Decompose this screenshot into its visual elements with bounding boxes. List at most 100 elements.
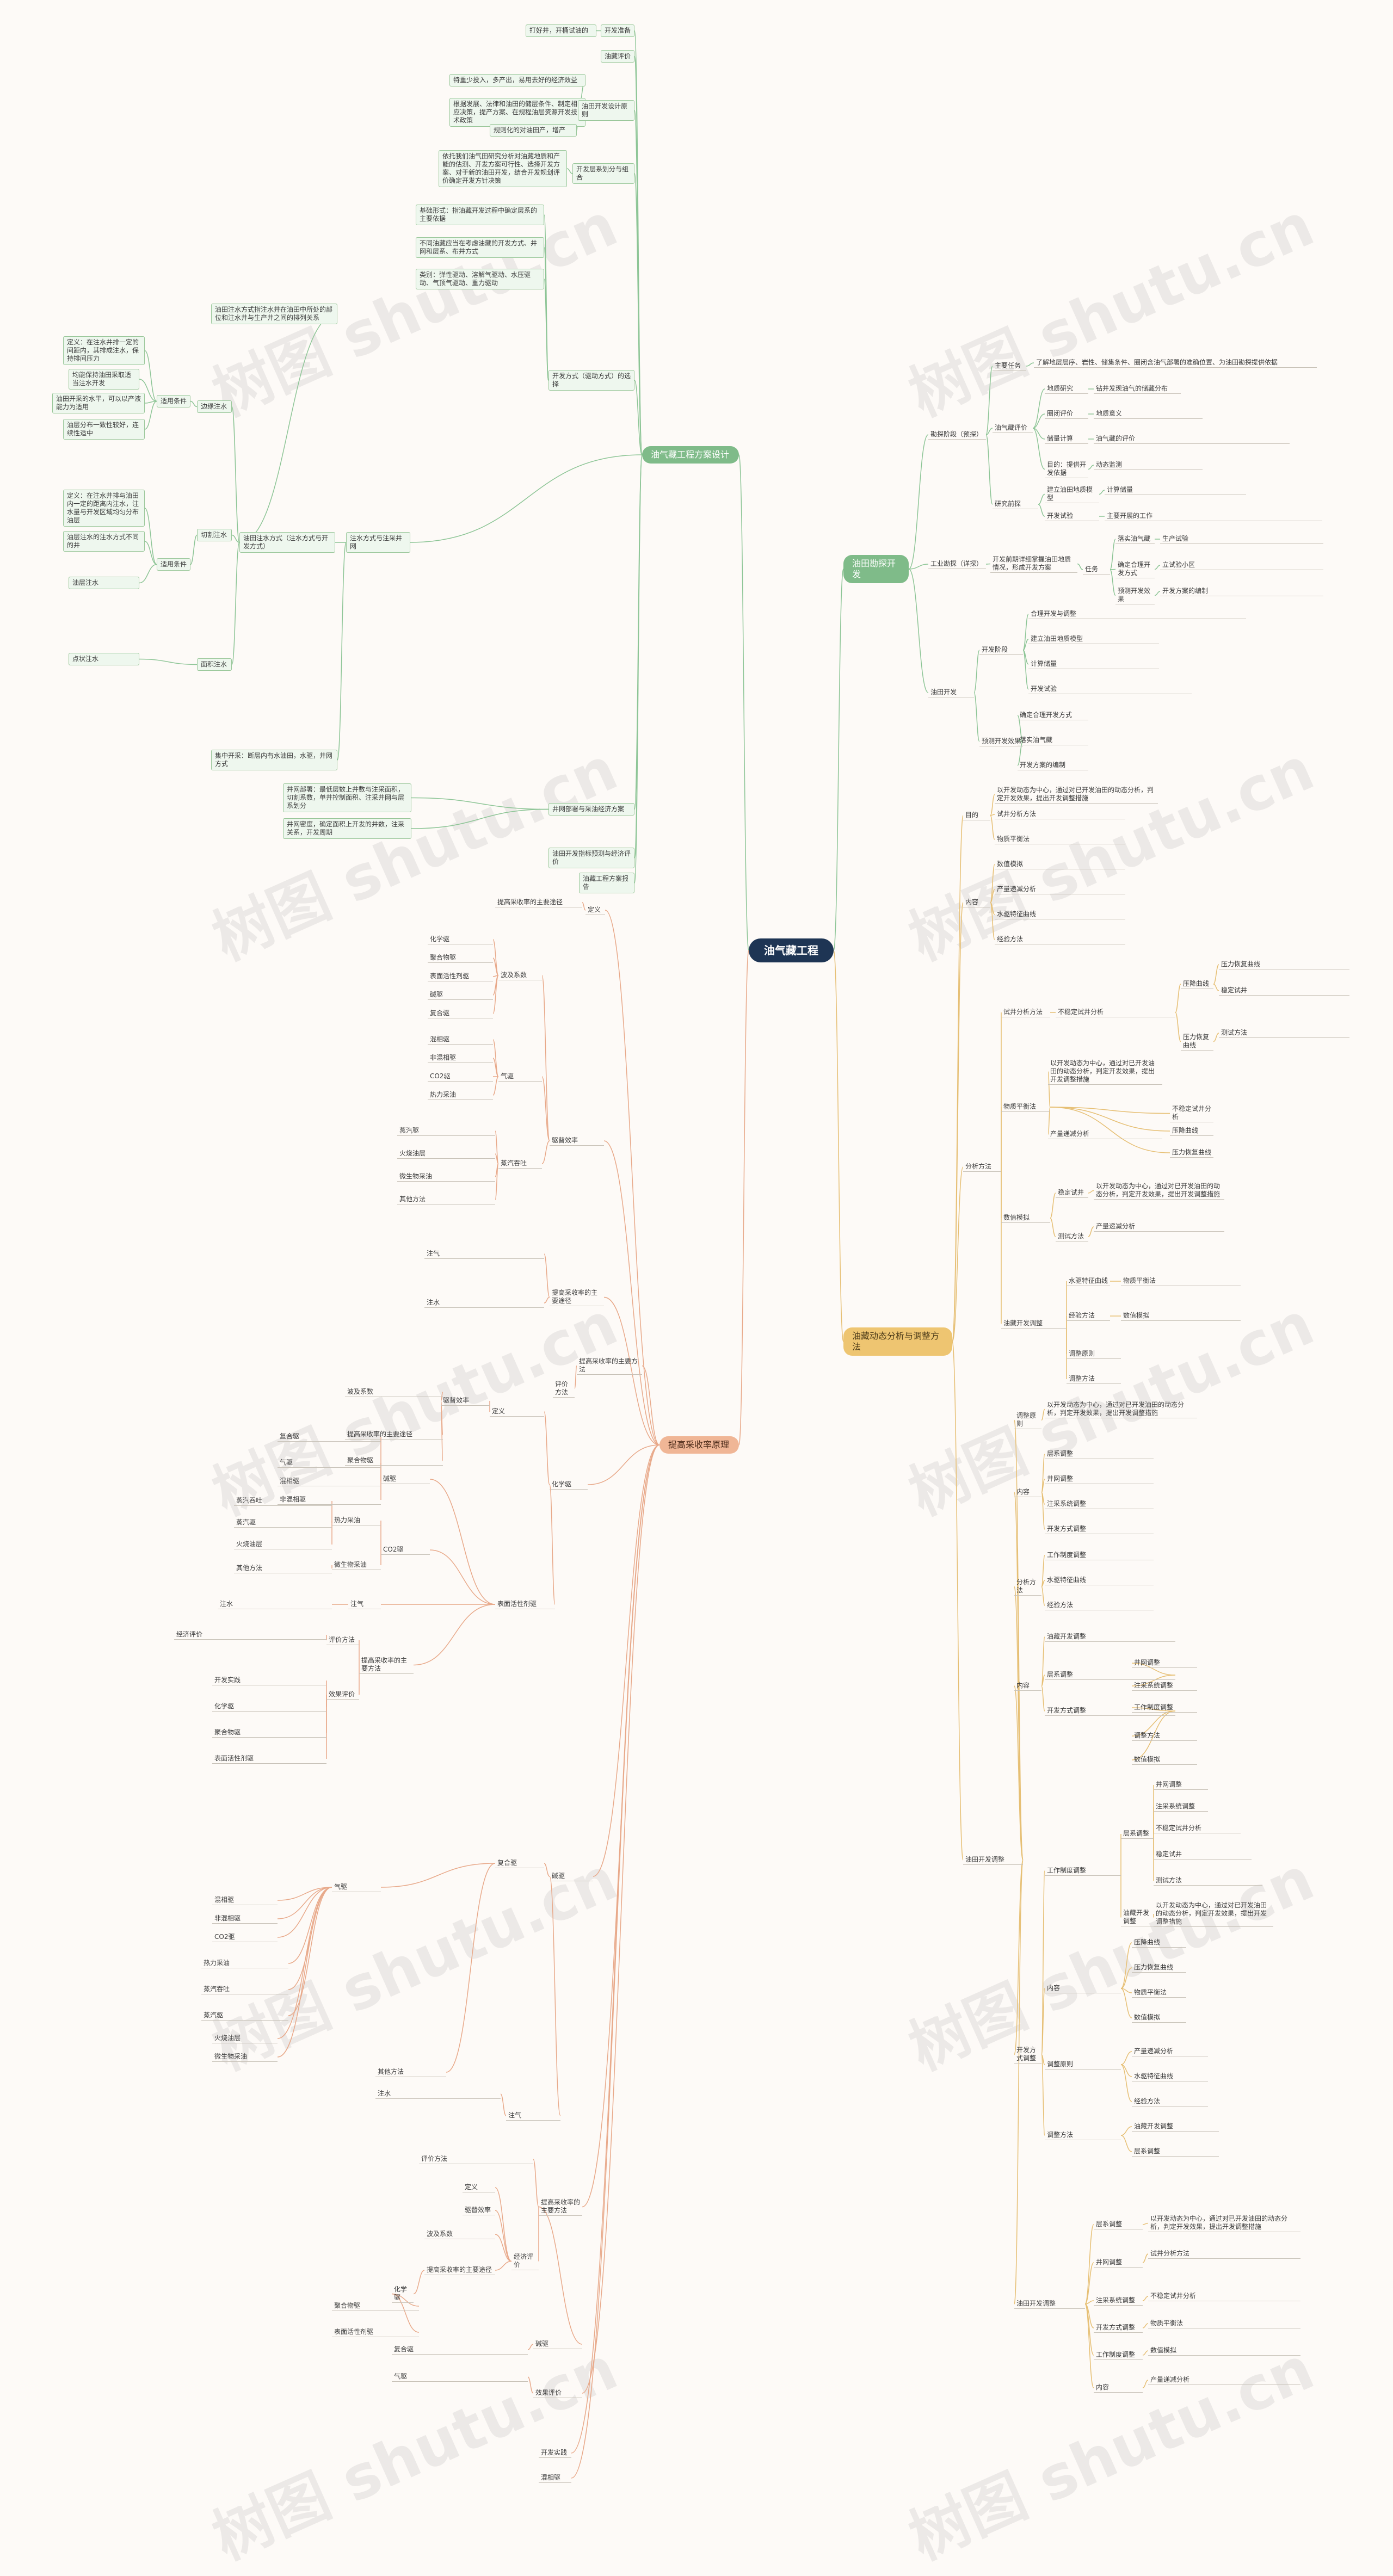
node[interactable]: 定义 <box>463 2183 495 2192</box>
node[interactable]: 类别：弹性驱动、溶解气驱动、水压驱动、气顶气驱动、重力驱动 <box>416 269 544 289</box>
node[interactable]: 不稳定试井分析 <box>1170 1104 1213 1122</box>
node[interactable]: 油田开发指标预测与经济评价 <box>548 848 634 868</box>
node[interactable]: 注水 <box>424 1298 544 1308</box>
node[interactable]: 提高采收率的主要途径 <box>424 2265 495 2275</box>
node[interactable]: 稳定试井 <box>1056 1188 1088 1198</box>
node[interactable]: 集中开采：断层内有水油田，水驱，井网方式 <box>211 750 337 770</box>
node[interactable]: CO2驱 <box>428 1072 493 1082</box>
node[interactable]: 内容 <box>1094 2383 1143 2393</box>
node[interactable]: 开发实践 <box>212 1676 326 1685</box>
node[interactable]: 落实油气藏 <box>1115 534 1155 544</box>
node[interactable]: 开发阶段 <box>979 645 1023 655</box>
node[interactable]: 定义：在注水井排一定的间距内，其排成注水，保持排间压力 <box>63 336 145 365</box>
node[interactable]: 碱驱 <box>381 1474 430 1484</box>
node[interactable]: 火烧油层 <box>212 2034 278 2043</box>
node[interactable]: 物质平衡法 <box>1132 1988 1186 1998</box>
node[interactable]: 经验方法 <box>1132 2097 1208 2106</box>
node[interactable]: 测试方法 <box>1154 1876 1262 1886</box>
node[interactable]: 油层注水 <box>69 577 139 589</box>
node[interactable]: 产量递减分析 <box>1094 1222 1224 1232</box>
node[interactable]: 蒸汽驱 <box>234 1518 332 1528</box>
node[interactable]: 微生物采油 <box>397 1172 495 1182</box>
node[interactable]: 非混相驱 <box>212 1914 278 1924</box>
node[interactable]: 表面活性剂驱 <box>332 2327 419 2337</box>
node[interactable]: 计算储量 <box>1028 659 1159 669</box>
node[interactable]: 调整方法 <box>1045 2130 1121 2140</box>
node[interactable]: 试井分析方法 <box>1001 1008 1050 1017</box>
node[interactable]: 波及系数 <box>424 2229 495 2239</box>
node[interactable]: 开发层系划分与组合 <box>572 163 634 184</box>
node[interactable]: 效果评价 <box>326 1690 359 1700</box>
node[interactable]: 其他方法 <box>234 1564 332 1573</box>
node[interactable]: 试井分析方法 <box>1148 2249 1300 2259</box>
node[interactable]: 表面活性剂驱 <box>495 1599 555 1609</box>
node[interactable]: 注气 <box>506 2111 560 2121</box>
node[interactable]: 井网调整 <box>1154 1780 1208 1790</box>
node[interactable]: 油藏评价 <box>601 50 634 63</box>
node[interactable]: 分析方法 <box>963 1162 1001 1172</box>
node[interactable]: 任务 <box>1083 565 1110 574</box>
node[interactable]: 建立油田地质模型 <box>1028 634 1159 644</box>
node[interactable]: 数值模拟 <box>1132 2013 1186 2023</box>
node[interactable]: 点状注水 <box>69 653 139 665</box>
node[interactable]: 驱替效率 <box>441 1396 490 1406</box>
node[interactable]: 目的 <box>963 811 990 820</box>
node[interactable]: 确定合理开发方式 <box>1018 711 1088 720</box>
node[interactable]: 基础形式：指油藏开发过程中确定层系的主要依据 <box>416 205 544 225</box>
node[interactable]: 切割注水 <box>197 529 232 541</box>
node[interactable]: 分析方法 <box>1014 1578 1041 1596</box>
node[interactable]: 预测开发效果 <box>1115 586 1155 604</box>
node[interactable]: 油田开发 <box>928 688 974 697</box>
node[interactable]: 压降曲线 <box>1132 1938 1186 1948</box>
node[interactable]: 提高采收率的主要方法 <box>577 1357 642 1375</box>
node[interactable]: 水驱特征曲线 <box>995 910 1125 919</box>
node[interactable]: 开发试验 <box>1045 511 1099 521</box>
node[interactable]: 规则化的对油田产，增产 <box>490 124 577 137</box>
node[interactable]: 开发前期详细掌握油田地质情况，形成开发方案 <box>990 555 1077 573</box>
node[interactable]: 井网调整 <box>1094 2258 1143 2268</box>
node[interactable]: 注采系统调整 <box>1154 1802 1208 1812</box>
node[interactable]: 混相驱 <box>539 2473 571 2483</box>
node[interactable]: 聚合物驱 <box>428 953 493 963</box>
node[interactable]: 经验方法 <box>1045 1601 1154 1610</box>
node[interactable]: 评价方法 <box>419 2154 533 2164</box>
node[interactable]: 气驱 <box>498 1072 542 1082</box>
node[interactable]: 油藏工程方案报告 <box>579 873 634 893</box>
node[interactable]: 碱驱 <box>533 2339 582 2349</box>
node[interactable]: 油气藏评价 <box>993 423 1033 433</box>
branch-gas-reservoir-design[interactable]: 油气藏工程方案设计 <box>642 446 739 464</box>
node[interactable]: 波及系数 <box>498 971 542 980</box>
node[interactable]: 定义：在注水井排与油田内一定的距离内注水，注水量与开发区域均匀分布油层 <box>63 490 145 527</box>
node[interactable]: 聚合物驱 <box>345 1456 443 1466</box>
node[interactable]: 混相驱 <box>428 1035 493 1045</box>
node[interactable]: 提高采收率的主要途径 <box>345 1430 443 1440</box>
node[interactable]: 经验方法 <box>1067 1311 1110 1321</box>
node[interactable]: 蒸汽驱 <box>397 1126 495 1136</box>
node[interactable]: 提高采收率的主要途径 <box>495 898 582 907</box>
node[interactable]: 开发方式调整 <box>1045 1706 1175 1716</box>
node[interactable]: 表面活性剂驱 <box>428 972 493 981</box>
node[interactable]: 其他方法 <box>397 1195 495 1204</box>
node[interactable]: 确定合理开发方式 <box>1115 560 1155 578</box>
node[interactable]: 压力恢复曲线 <box>1219 960 1349 969</box>
node[interactable]: 注气 <box>424 1249 544 1259</box>
node[interactable]: 油气藏的评价 <box>1094 434 1290 444</box>
node[interactable]: 以开发动态为中心，通过对已开发油田的动态分析，判定开发效果，提出开发调整措施 <box>1045 1400 1197 1418</box>
node[interactable]: 油藏开发调整 <box>1045 1632 1175 1642</box>
node[interactable]: 储量计算 <box>1045 434 1088 444</box>
node[interactable]: 定义 <box>490 1407 544 1417</box>
node[interactable]: 勘探阶段（预探） <box>928 430 986 440</box>
node[interactable]: 内容 <box>1045 1984 1121 1993</box>
node[interactable]: 非混相驱 <box>278 1495 381 1505</box>
node[interactable]: 物质平衡法 <box>1121 1276 1241 1286</box>
node[interactable]: 提高采收率的主要途径 <box>550 1288 604 1306</box>
node[interactable]: 圈闭评价 <box>1045 409 1088 419</box>
node[interactable]: 数值模拟 <box>1001 1213 1050 1223</box>
node[interactable]: 开发方式调整 <box>1094 2323 1143 2333</box>
node[interactable]: 蒸汽吞吐 <box>234 1496 332 1506</box>
node[interactable]: 主要开展的工作 <box>1105 511 1322 521</box>
node[interactable]: 适用条件 <box>157 558 190 571</box>
node[interactable]: 调整原则 <box>1045 2060 1121 2070</box>
node[interactable]: 热力采油 <box>332 1516 381 1525</box>
node[interactable]: 以开发动态为中心，通过对已开发油田的动态分析，判定开发效果，提出开发调整措施 <box>1048 1059 1162 1085</box>
